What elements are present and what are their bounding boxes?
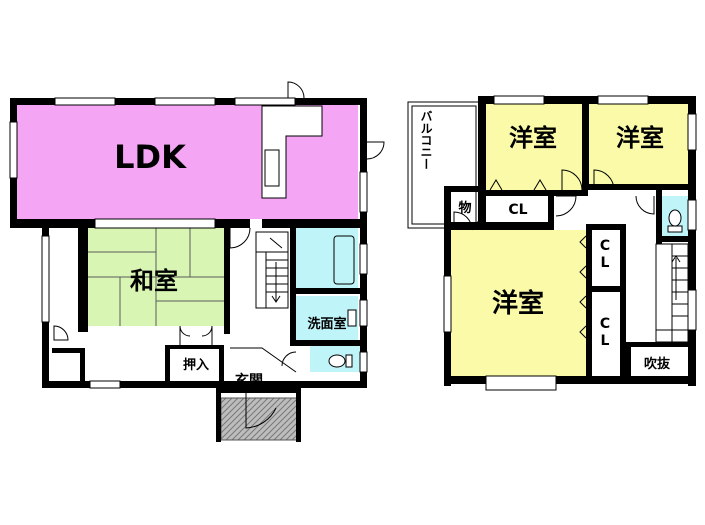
label-genkan: 玄関 — [235, 372, 263, 389]
windows-1f — [9, 97, 368, 389]
toilet-tank-1f — [345, 354, 353, 368]
porch — [220, 397, 298, 441]
doors-2f — [453, 169, 655, 339]
label-youshitsu-b: 洋室 — [616, 124, 664, 152]
labels: LDK 和室 洗面室 押入 玄関 洋室 洋室 洋室 物 CL 吹抜 C L C … — [114, 110, 671, 389]
washbasin — [347, 309, 357, 327]
toilet-tank-2f — [667, 225, 683, 233]
label-closet-low: C L — [600, 316, 610, 349]
youshitsu-top-left — [484, 104, 582, 190]
windows-2f — [443, 95, 697, 391]
floor-2 — [407, 95, 697, 391]
label-oshiire: 押入 — [183, 357, 209, 373]
label-closet-top: CL — [508, 202, 527, 218]
toilet-1f — [328, 354, 346, 368]
stairs-2f — [655, 243, 689, 343]
bathtub — [333, 235, 355, 285]
floor-1 — [9, 81, 385, 442]
youshitsu-bottom — [450, 230, 586, 376]
label-fukinuke: 吹抜 — [644, 356, 671, 372]
label-youshitsu-c: 洋室 — [492, 288, 544, 319]
toilet-2f — [668, 209, 682, 227]
label-washitsu: 和室 — [130, 267, 178, 295]
tatami-lines — [88, 228, 224, 326]
svg-text:C: C — [600, 316, 610, 332]
svg-text:C: C — [600, 238, 610, 254]
label-balcony: バルコニー — [419, 110, 433, 170]
youshitsu-top-right — [588, 104, 688, 184]
label-closet-mid: C L — [600, 238, 610, 271]
stairs-1f — [255, 231, 289, 309]
label-storage: 物 — [458, 200, 471, 216]
label-youshitsu-a: 洋室 — [509, 124, 557, 152]
svg-text:L: L — [601, 255, 610, 271]
label-senmen: 洗面室 — [307, 316, 346, 332]
doors-1f — [53, 81, 385, 429]
label-ldk: LDK — [114, 138, 187, 176]
kitchen-sink — [264, 149, 280, 187]
svg-text:L: L — [601, 333, 610, 349]
